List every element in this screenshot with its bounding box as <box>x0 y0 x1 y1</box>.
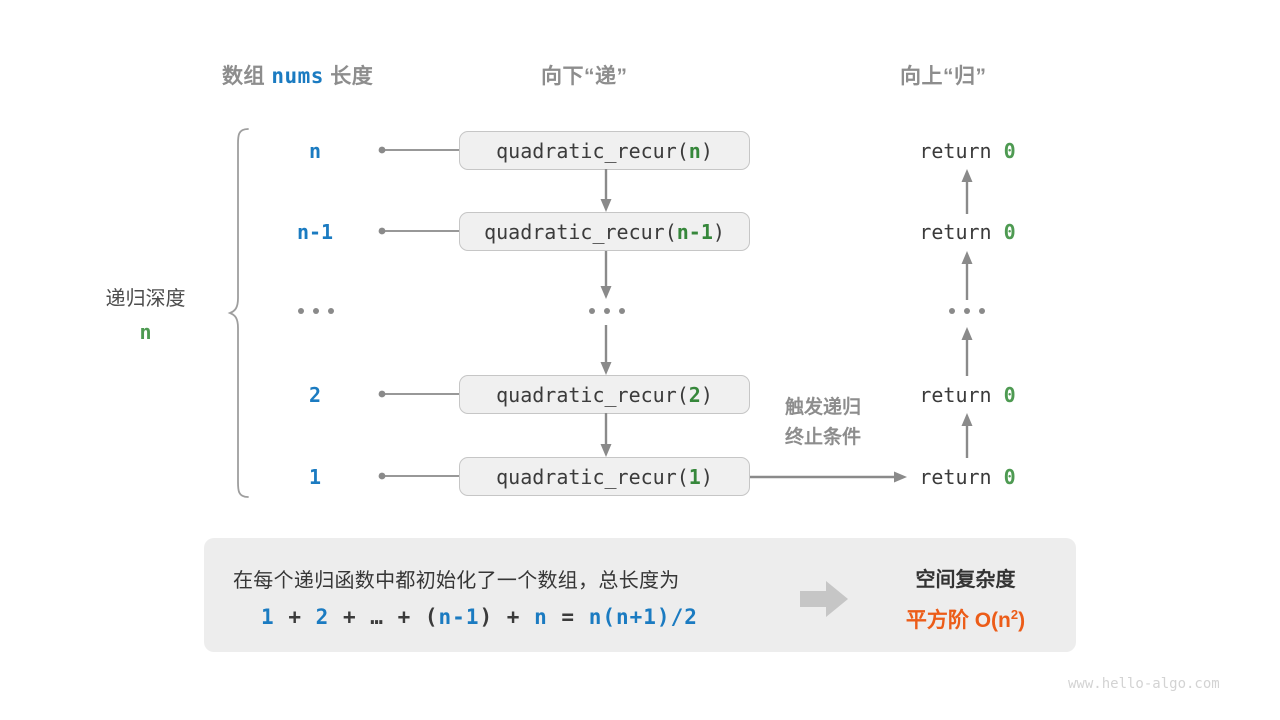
return-value-row-3: 0 <box>1003 383 1016 407</box>
header-array-length: 数组 nums 长度 <box>222 60 373 90</box>
descend-arrow-3-to-4 <box>600 413 612 457</box>
formula-term-1: 1 <box>261 605 275 629</box>
connector-line-row-1 <box>378 227 462 235</box>
function-arg-row-3: 2 <box>688 382 701 407</box>
formula-op-2: + <box>342 605 357 629</box>
return-value-row-4: 0 <box>1003 465 1016 489</box>
function-name-row-1: quadratic_recur( <box>484 219 677 244</box>
function-box-row-3[interactable]: quadratic_recur(2) <box>459 375 750 414</box>
ascend-arrow-3-to-dots <box>961 327 973 376</box>
return-value-row-1: 0 <box>1003 220 1016 244</box>
header-ascend: 向上“归” <box>900 65 987 88</box>
function-box-row-1[interactable]: quadratic_recur(n-1) <box>459 212 750 251</box>
ascend-arrow-dots-to-1 <box>961 251 973 300</box>
depth-brace-icon <box>227 128 249 498</box>
header-array-nums: nums <box>271 64 324 88</box>
formula-op-3: + <box>397 605 412 629</box>
ascend-arrow-4-to-3 <box>961 413 973 458</box>
formula-term-nminus1: n-1 <box>438 605 480 629</box>
right-arrow-icon <box>800 581 848 617</box>
recursion-depth-value: n <box>139 320 152 344</box>
formula-ellipsis: … <box>370 605 384 629</box>
header-array-prefix: 数组 <box>222 65 265 88</box>
formula-result: n(n+1)/2 <box>588 605 698 629</box>
header-descend: 向下“递” <box>541 65 628 88</box>
trigger-note-line1: 触发递归 <box>784 397 861 418</box>
formula-paren-open: ( <box>424 605 439 629</box>
function-box-row-4[interactable]: quadratic_recur(1) <box>459 457 750 496</box>
return-label-row-4: return 0 <box>880 465 1055 489</box>
return-keyword-row-0: return <box>919 139 992 163</box>
ellipsis-size-row-2 <box>298 308 334 314</box>
return-keyword-row-4: return <box>919 465 992 489</box>
summary-formula: 1 + 2 + … + (n-1) + n = n(n+1)/2 <box>261 605 698 629</box>
connector-line-row-4 <box>378 472 462 480</box>
descend-arrow-dots-to-3 <box>600 325 612 375</box>
ellipsis-return-row-2 <box>949 308 985 314</box>
return-keyword-row-3: return <box>919 383 992 407</box>
watermark: www.hello-algo.com <box>1068 676 1220 692</box>
formula-equals: = <box>561 605 576 629</box>
function-close-row-4: ) <box>700 464 713 489</box>
function-close-row-3: ) <box>700 382 713 407</box>
ellipsis-function-row-2 <box>589 308 625 314</box>
trigger-note-line2: 终止条件 <box>784 427 861 448</box>
size-label-row-3: 2 <box>308 383 322 407</box>
recursion-depth-label: 递归深度 n <box>88 282 203 344</box>
recursion-depth-text: 递归深度 <box>105 288 186 310</box>
function-arg-row-0: n <box>688 138 701 163</box>
function-box-row-0[interactable]: quadratic_recur(n) <box>459 131 750 170</box>
connector-line-row-3 <box>378 390 462 398</box>
descend-arrow-0-to-1 <box>600 169 612 212</box>
return-label-row-1: return 0 <box>880 220 1055 244</box>
complexity-big-o: O(n <box>974 609 1011 632</box>
function-close-row-0: ) <box>700 138 713 163</box>
formula-term-2: 2 <box>315 605 330 629</box>
complexity-prefix: 平方阶 <box>905 609 969 632</box>
ascend-arrow-1-to-0 <box>961 169 973 214</box>
complexity-close-paren: ) <box>1018 609 1026 632</box>
size-label-row-4: 1 <box>308 465 322 489</box>
descend-arrow-1-to-dots <box>600 251 612 299</box>
function-arg-row-4: 1 <box>688 464 701 489</box>
function-name-row-0: quadratic_recur( <box>496 138 689 163</box>
return-keyword-row-1: return <box>919 220 992 244</box>
base-case-arrow <box>750 471 907 483</box>
header-array-suffix: 长度 <box>330 65 374 88</box>
summary-description: 在每个递归函数中都初始化了一个数组，总长度为 <box>233 570 680 592</box>
function-name-row-4: quadratic_recur( <box>496 464 689 489</box>
formula-op-4: + <box>506 605 521 629</box>
complexity-exponent: 2 <box>1010 607 1019 622</box>
return-value-row-0: 0 <box>1003 139 1016 163</box>
function-close-row-1: ) <box>712 219 725 244</box>
trigger-termination-note: 触发递归 终止条件 <box>748 393 898 453</box>
complexity-value: 平方阶 O(n2) <box>868 604 1063 634</box>
summary-panel <box>204 538 1076 652</box>
function-name-row-3: quadratic_recur( <box>496 382 689 407</box>
function-arg-row-1: n-1 <box>676 219 713 244</box>
return-label-row-0: return 0 <box>880 139 1055 163</box>
complexity-title: 空间复杂度 <box>915 569 1016 591</box>
formula-op-1: + <box>288 605 302 629</box>
size-label-row-0: n <box>308 139 322 163</box>
return-label-row-3: return 0 <box>880 383 1055 407</box>
formula-term-n: n <box>534 605 548 629</box>
connector-line-row-0 <box>378 146 462 154</box>
formula-paren-close: ) <box>479 605 494 629</box>
size-label-row-1: n-1 <box>296 220 334 244</box>
